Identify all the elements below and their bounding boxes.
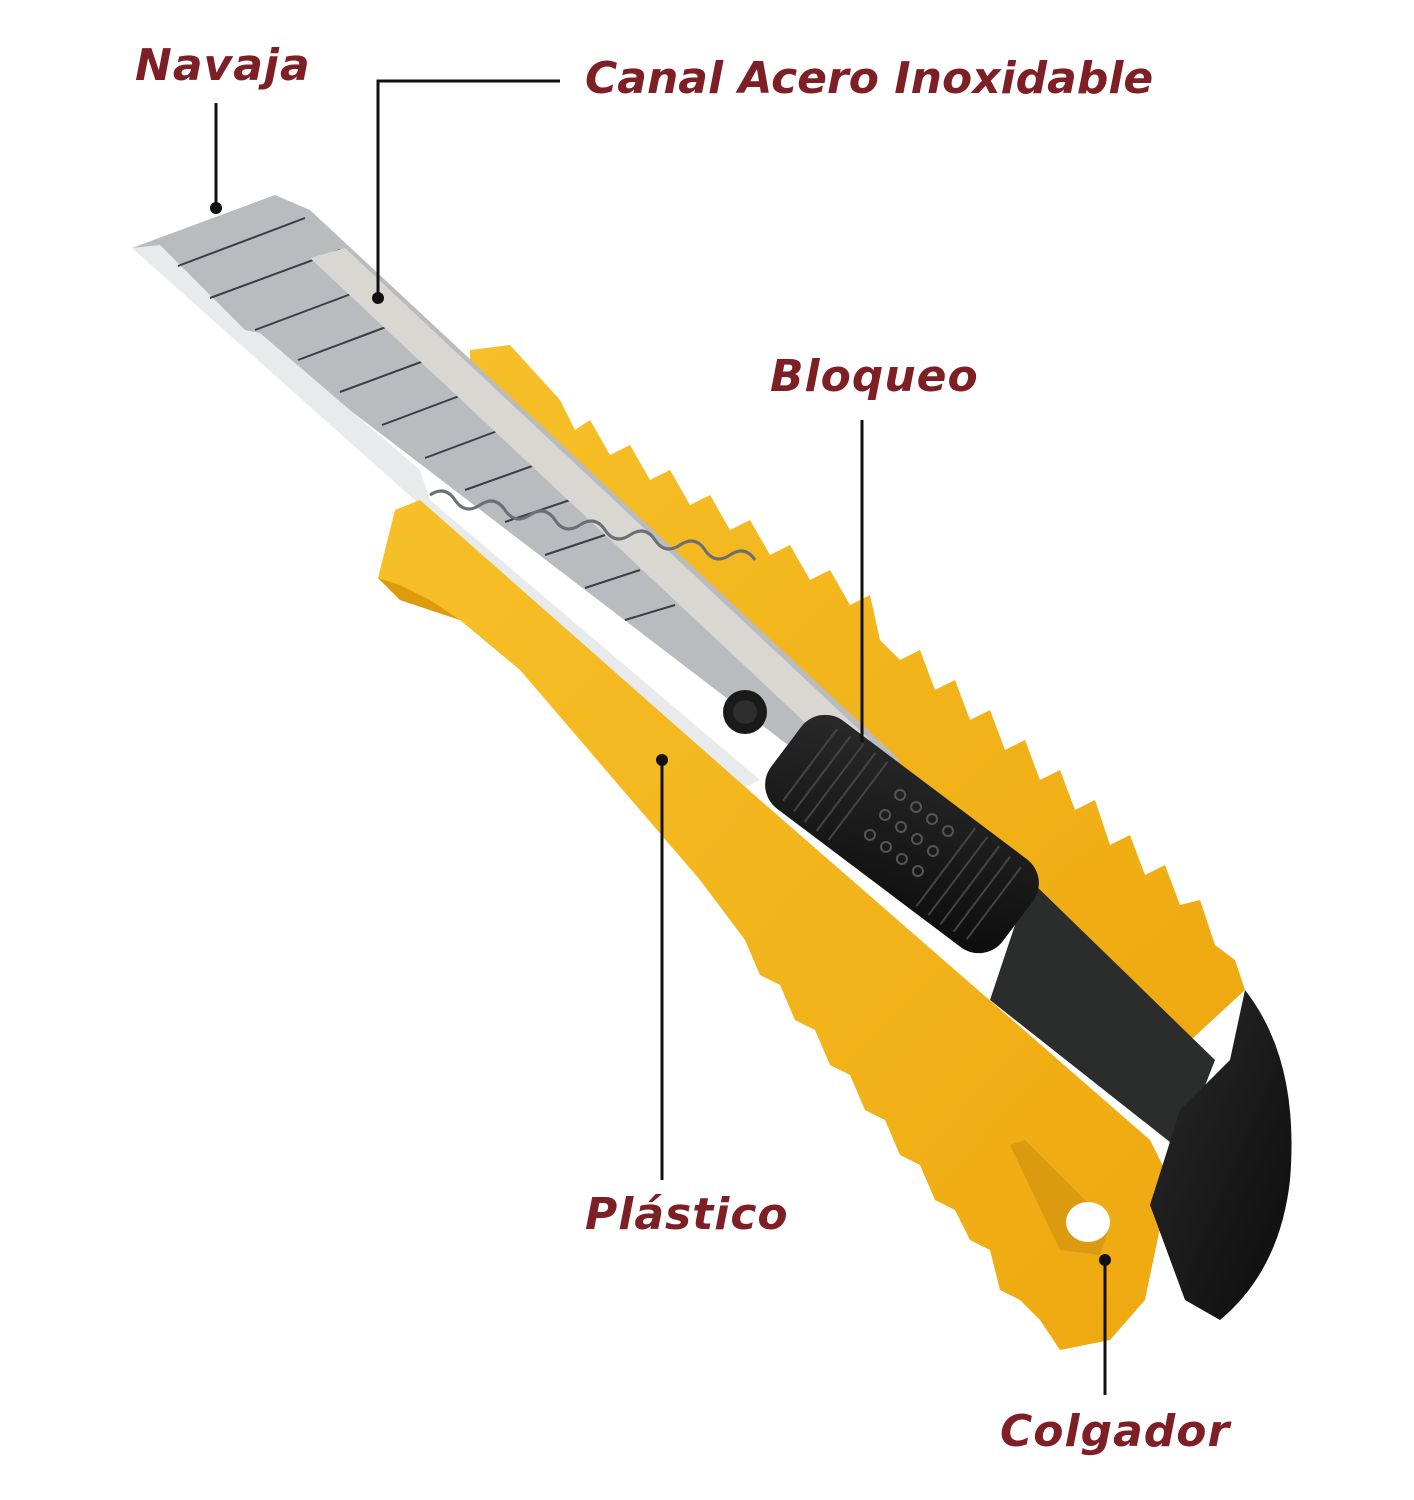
body-upper-serrated <box>470 345 1245 1050</box>
label-canal-acero-inoxidable: Canal Acero Inoxidable <box>585 53 1154 104</box>
screw <box>723 690 767 734</box>
leader-lines <box>214 79 1107 1395</box>
inner-track <box>990 880 1215 1150</box>
steel-channel <box>310 248 870 760</box>
label-colgador: Colgador <box>1000 1406 1231 1457</box>
end-cap <box>1150 990 1292 1320</box>
slider-lock <box>765 714 1039 954</box>
label-bloqueo: Bloqueo <box>770 351 979 402</box>
hanger-hole <box>1066 1202 1110 1242</box>
body-lower <box>378 500 1170 1350</box>
blade-ratchet-edge <box>429 489 757 561</box>
leader-dots <box>210 202 1111 1266</box>
label-plastico: Plástico <box>585 1189 789 1240</box>
label-navaja: Navaja <box>135 40 311 91</box>
